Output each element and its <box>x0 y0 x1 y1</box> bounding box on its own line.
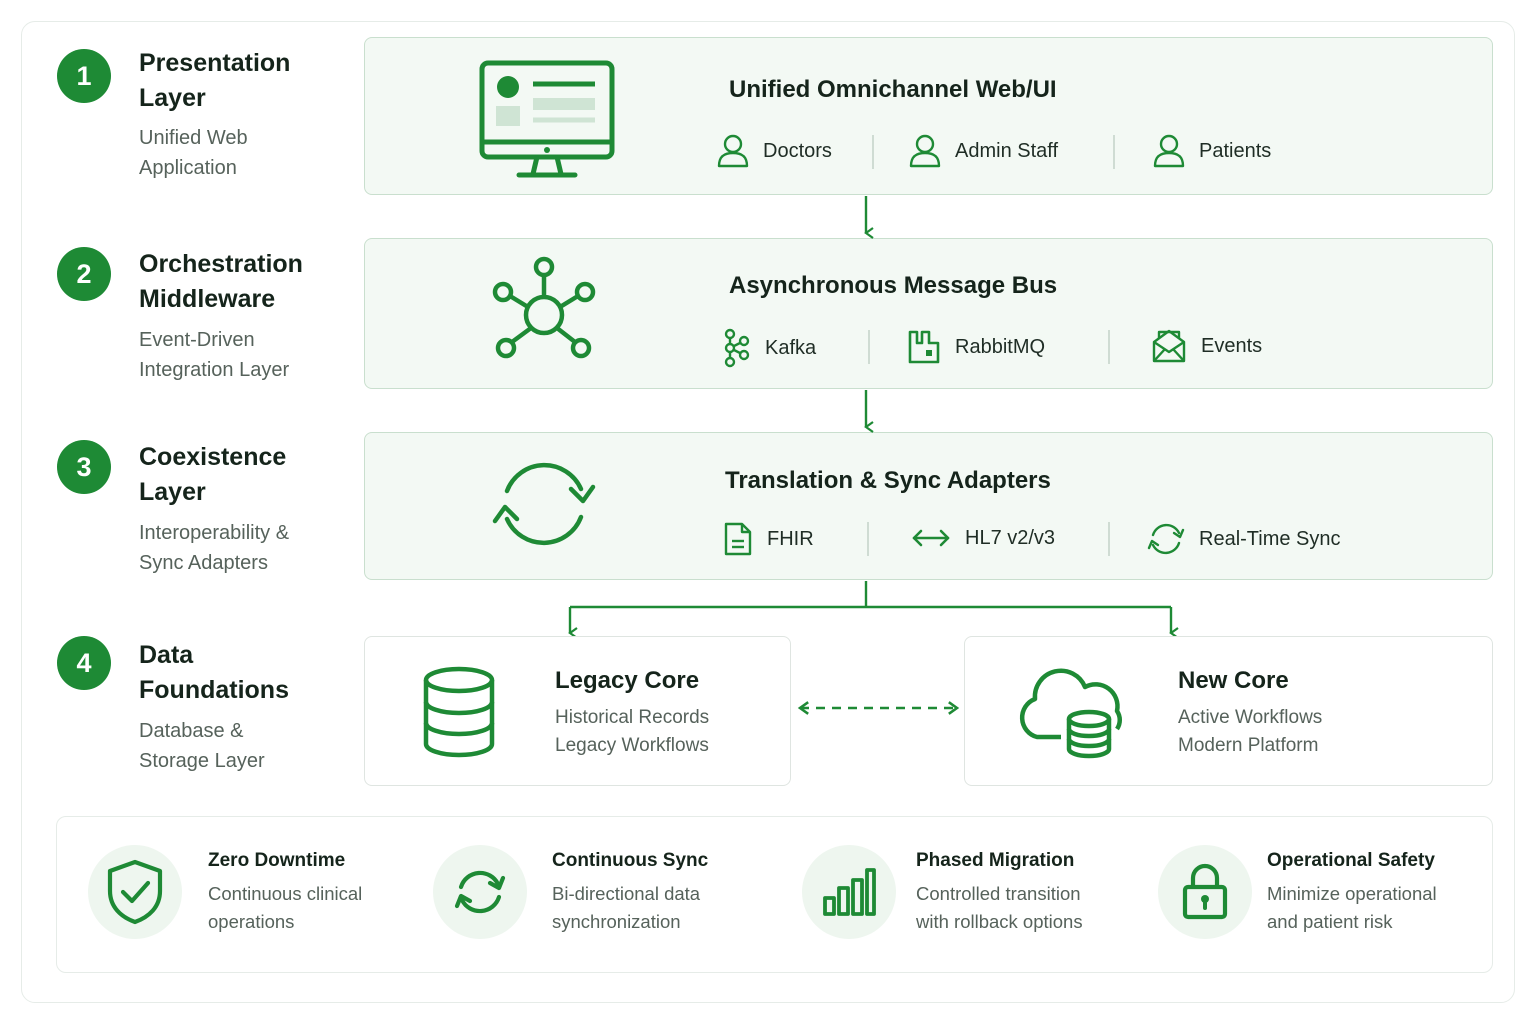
document-icon <box>724 522 752 556</box>
benefit-description: Controlled transition <box>916 883 1081 904</box>
benefit-description: operations <box>208 911 295 932</box>
layer-title: Orchestration Middleware <box>139 250 303 313</box>
benefit-description: Continuous clinical <box>208 883 363 904</box>
core-title: Legacy Core <box>555 667 700 694</box>
layer-subtitle: Database & Storage Layer <box>139 720 265 772</box>
core-description: Legacy Workflows <box>555 735 709 756</box>
sync-icon <box>492 462 596 546</box>
adapter-real-time-sync: Real-Time Sync <box>1147 521 1341 557</box>
adapter-fhir: FHIR <box>723 521 814 557</box>
benefit-icon-circle <box>802 845 896 939</box>
benefit-description: with rollback options <box>916 911 1083 932</box>
bus-kafka: Kafka <box>721 328 816 368</box>
benefit-icon-circle <box>88 845 182 939</box>
audience-doctors: Doctors <box>717 134 832 168</box>
layer-subtitle: Unified Web Application <box>139 127 248 179</box>
panel-title: Unified Omnichannel Web/UI <box>729 76 1057 103</box>
benefit-title: Operational Safety <box>1267 850 1435 871</box>
panel-title: Asynchronous Message Bus <box>729 272 1058 299</box>
layer-title: Presentation Layer <box>139 49 291 112</box>
layer-subtitle: Event-Driven Integration Layer <box>139 329 290 381</box>
layer-number-badge: 4 <box>57 636 111 690</box>
layer-label-coexistence: 3 Coexistence Layer Interoperability & S… <box>57 440 337 580</box>
benefit-title: Phased Migration <box>916 850 1075 871</box>
benefit-icon-circle <box>1158 845 1252 939</box>
separator <box>1113 135 1115 169</box>
rabbitmq-icon <box>908 330 940 364</box>
layer-label-data-foundations: 4 Data Foundations Database & Storage La… <box>57 636 337 776</box>
adapter-hl7: HL7 v2/v3 <box>911 523 1055 553</box>
layer-subtitle: Interoperability & Sync Adapters <box>139 522 290 574</box>
benefit-description: synchronization <box>552 911 681 932</box>
layer-number-badge: 2 <box>57 247 111 301</box>
benefit-title: Continuous Sync <box>552 850 709 871</box>
cloud-database-icon <box>1019 668 1123 759</box>
user-icon <box>717 134 749 168</box>
separator <box>872 135 874 169</box>
bidirectional-arrow-icon <box>912 529 950 547</box>
panel-message-bus: Asynchronous Message Bus Kafka RabbitMQ <box>364 238 1493 389</box>
separator <box>868 330 870 364</box>
benefit-description: Bi-directional data <box>552 883 701 904</box>
network-hub-icon <box>492 256 596 359</box>
core-new: New Core Active Workflows Modern Platfor… <box>964 636 1493 786</box>
separator <box>867 522 869 556</box>
layer-number-badge: 3 <box>57 440 111 494</box>
core-legacy: Legacy Core Historical Records Legacy Wo… <box>364 636 791 786</box>
bar-chart-icon <box>823 868 876 916</box>
benefit-description: and patient risk <box>1267 911 1393 932</box>
layer-number-badge: 1 <box>57 49 111 103</box>
separator <box>1108 330 1110 364</box>
core-description: Historical Records <box>555 707 710 728</box>
panel-title: Translation & Sync Adapters <box>725 467 1051 494</box>
layer-label-presentation: 1 Presentation Layer Unified Web Applica… <box>57 49 337 189</box>
monitor-icon <box>479 60 615 178</box>
core-description: Modern Platform <box>1178 735 1319 756</box>
bus-rabbitmq: RabbitMQ <box>907 329 1045 365</box>
layer-title: Data Foundations <box>139 641 289 704</box>
refresh-icon <box>1147 523 1185 555</box>
core-title: New Core <box>1178 667 1289 694</box>
audience-admin-staff: Admin Staff <box>909 134 1058 168</box>
benefit-title: Zero Downtime <box>208 850 346 871</box>
layer-label-orchestration: 2 Orchestration Middleware Event-Driven … <box>57 247 337 387</box>
lock-icon <box>1182 863 1228 920</box>
database-icon <box>423 666 495 758</box>
audience-patients: Patients <box>1153 134 1271 168</box>
envelope-icon <box>1152 329 1186 363</box>
bus-events: Events <box>1151 328 1262 364</box>
panel-adapters: Translation & Sync Adapters FHIR HL7 v2/… <box>364 432 1493 580</box>
benefit-description: Minimize operational <box>1267 883 1437 904</box>
core-description: Active Workflows <box>1178 707 1323 728</box>
kafka-icon <box>724 328 750 368</box>
separator <box>1108 522 1110 556</box>
sync-icon <box>454 870 506 914</box>
panel-presentation: Unified Omnichannel Web/UI Doctors Admin… <box>364 37 1493 195</box>
benefit-icon-circle <box>433 845 527 939</box>
user-icon <box>909 134 941 168</box>
user-icon <box>1153 134 1185 168</box>
shield-check-icon <box>107 859 163 925</box>
benefits-bar: Zero Downtime Continuous clinical operat… <box>56 816 1493 973</box>
layer-title: Coexistence Layer <box>139 443 287 506</box>
